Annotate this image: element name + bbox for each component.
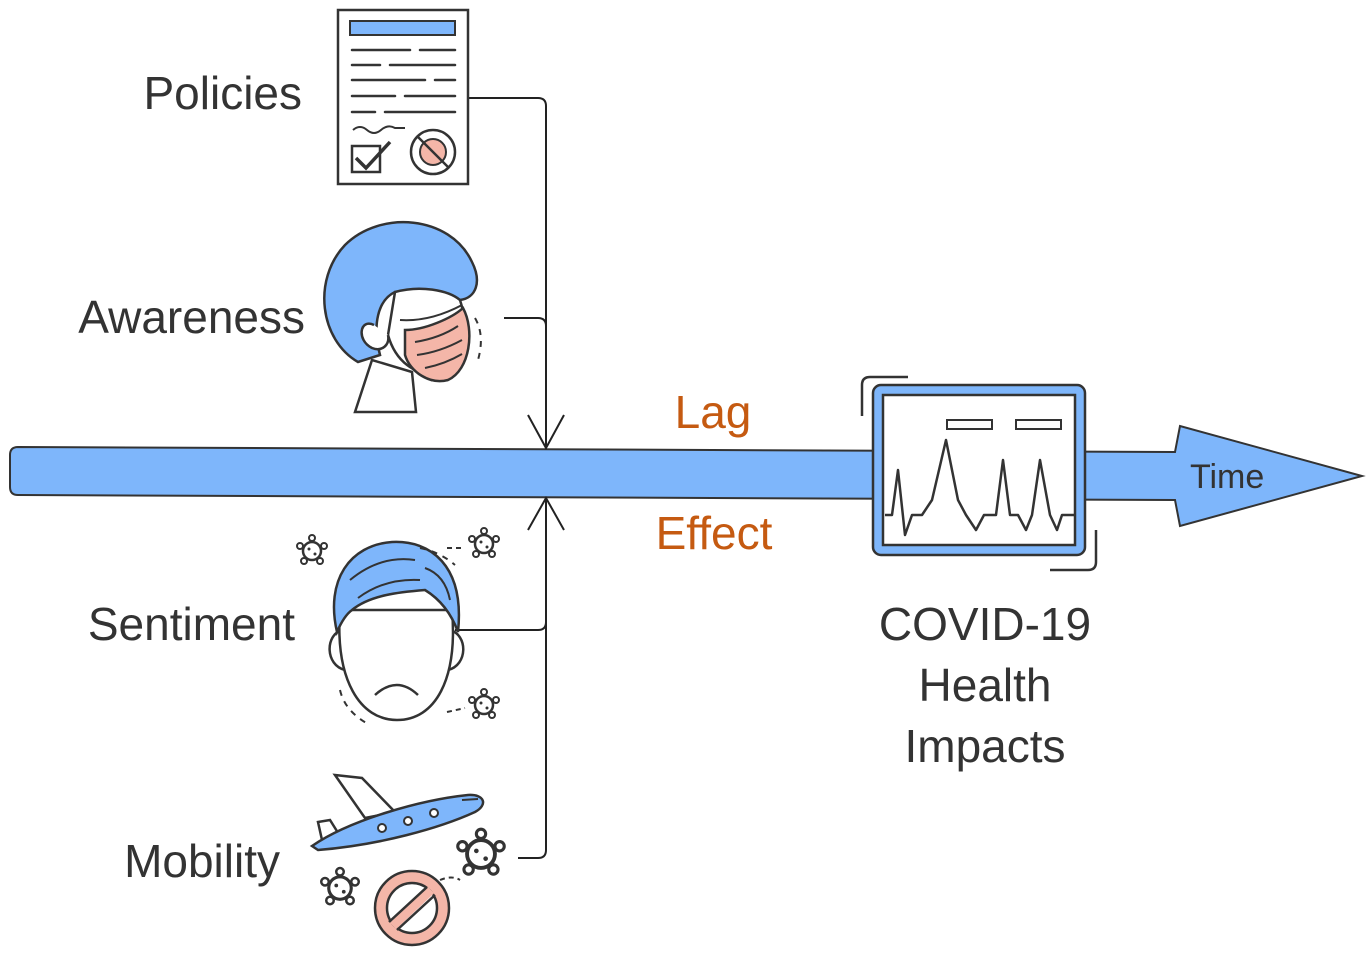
airplane-no-travel-icon bbox=[309, 773, 507, 947]
sad-person-icon bbox=[295, 526, 501, 726]
virus-icon bbox=[467, 687, 501, 720]
factor-label-policies: Policies bbox=[143, 67, 302, 119]
lag-label: Lag bbox=[675, 386, 752, 438]
health-monitor-icon bbox=[860, 375, 1098, 572]
virus-icon bbox=[455, 827, 507, 877]
virus-icon bbox=[467, 526, 501, 559]
effect-label: Effect bbox=[656, 507, 773, 559]
time-label: Time bbox=[1190, 458, 1264, 496]
masked-person-icon bbox=[323, 220, 482, 414]
policy-document-icon bbox=[336, 8, 470, 186]
time-arrow bbox=[9, 424, 1366, 528]
outcome-label-line-2: Health bbox=[919, 659, 1052, 711]
virus-icon bbox=[319, 866, 361, 906]
factor-label-awareness: Awareness bbox=[78, 291, 305, 343]
outcome-label-line-3: Impacts bbox=[904, 720, 1065, 772]
virus-icon bbox=[295, 533, 329, 566]
factor-label-sentiment: Sentiment bbox=[88, 598, 295, 650]
factor-label-mobility: Mobility bbox=[124, 835, 280, 887]
outcome-label-line-1: COVID-19 bbox=[879, 598, 1091, 650]
connector-lines bbox=[455, 97, 565, 859]
